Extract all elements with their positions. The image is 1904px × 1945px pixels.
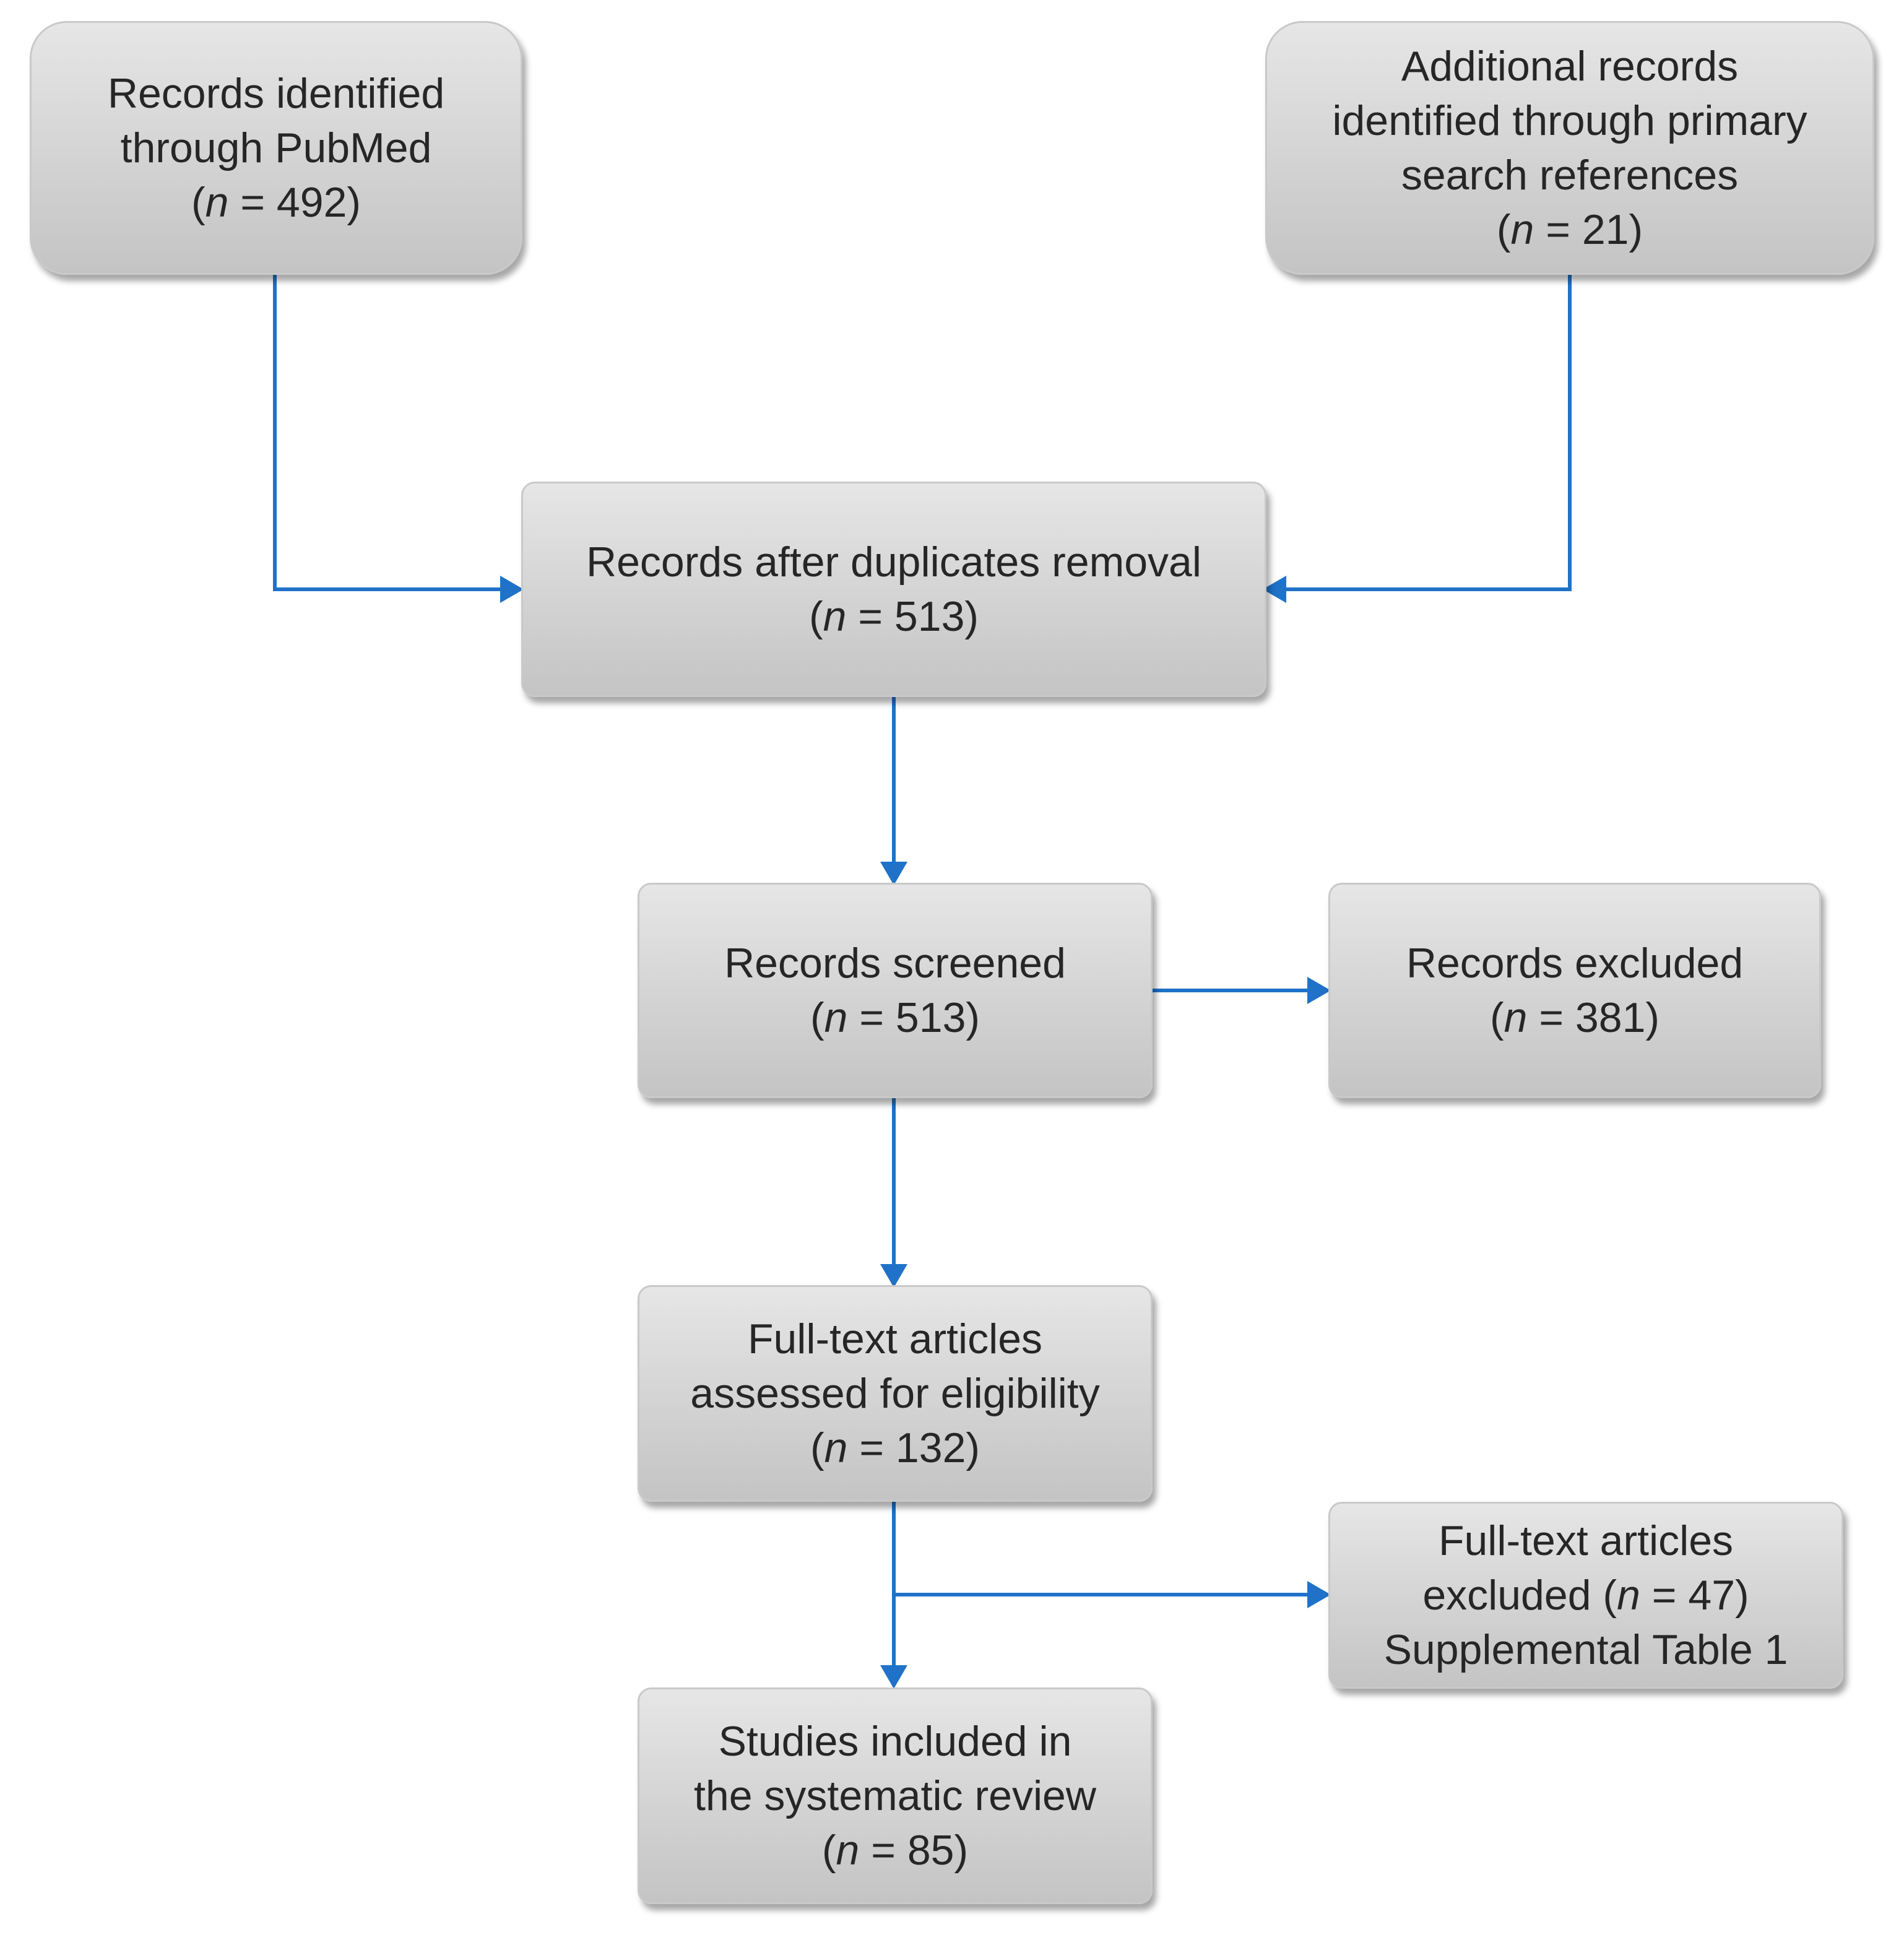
- box-count: (n = 381): [1489, 994, 1660, 1041]
- box-count: (n = 132): [810, 1424, 980, 1471]
- box-text-line: Full-text articles: [747, 1315, 1043, 1362]
- box-records-pubmed: Records identified through PubMed (n = 4…: [30, 21, 522, 275]
- box-text-line: Full-text articles: [1438, 1517, 1734, 1564]
- box-count: (n = 513): [810, 994, 980, 1041]
- box-count: (n = 492): [191, 179, 361, 226]
- box-text-line: identified through primary: [1332, 97, 1807, 144]
- box-text-line: Records excluded: [1406, 940, 1744, 987]
- box-text-line: Records after duplicates removal: [586, 539, 1201, 586]
- box-count: (n = 513): [808, 593, 979, 640]
- box-text-line: Supplemental Table 1: [1383, 1626, 1788, 1673]
- box-text-line: Additional records: [1401, 43, 1739, 90]
- arrow-pubmed-to-duplicates: [273, 275, 521, 592]
- box-additional-records: Additional records identified through pr…: [1265, 21, 1874, 275]
- box-text-line: Records screened: [724, 940, 1066, 987]
- box-records-after-duplicates: Records after duplicates removal (n = 51…: [521, 482, 1266, 697]
- box-count: (n = 85): [821, 1827, 969, 1874]
- box-fulltext-assessed: Full-text articles assessed for eligibil…: [638, 1285, 1153, 1502]
- box-text-line: assessed for eligibility: [690, 1370, 1100, 1417]
- box-text-line: Records identified: [107, 70, 445, 117]
- box-records-screened: Records screened (n = 513): [638, 883, 1153, 1098]
- box-count: (n = 21): [1496, 206, 1643, 253]
- box-studies-included: Studies included in the systematic revie…: [638, 1687, 1153, 1904]
- box-text-line: search references: [1401, 152, 1739, 199]
- box-text-line: through PubMed: [120, 124, 432, 171]
- box-text-line: excluded (n = 47): [1422, 1572, 1749, 1619]
- box-records-excluded: Records excluded (n = 381): [1328, 883, 1821, 1098]
- arrow-additional-to-duplicates: [1266, 275, 1572, 592]
- box-fulltext-excluded: Full-text articles excluded (n = 47) Sup…: [1328, 1502, 1843, 1689]
- box-text-line: Studies included in: [718, 1718, 1072, 1765]
- box-text-line: the systematic review: [694, 1772, 1096, 1819]
